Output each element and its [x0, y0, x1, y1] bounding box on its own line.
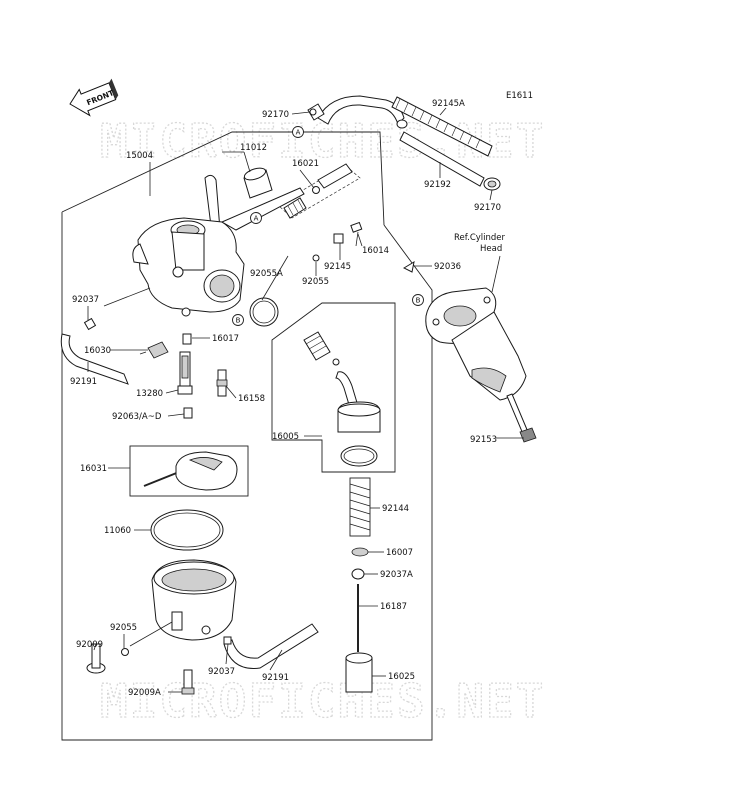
label-92153: 92153	[470, 435, 497, 445]
ref-circle-B-body: B	[232, 314, 244, 326]
leader-lines	[87, 107, 524, 693]
emulsion-13280	[177, 351, 193, 395]
assembly-frame	[61, 131, 433, 741]
oring-92055-lower	[121, 648, 129, 656]
intake-manifold	[425, 287, 527, 401]
label-92145A: 92145A	[432, 99, 465, 109]
clip-92037-lower	[223, 636, 232, 645]
cap-11012	[243, 167, 273, 199]
label-11060: 11060	[104, 526, 131, 536]
screw-16014	[350, 221, 363, 247]
jet-92063	[183, 407, 193, 419]
label-13280: 13280	[136, 389, 163, 399]
label-92009A: 92009A	[128, 688, 161, 698]
hose-top	[307, 95, 408, 129]
svg-text:B: B	[416, 297, 421, 305]
label-16005: 16005	[272, 432, 299, 442]
label-92145: 92145	[324, 262, 351, 272]
label-92170-bottom: 92170	[474, 203, 501, 213]
oring-92055-upper	[312, 254, 320, 262]
label-16007: 16007	[386, 548, 413, 558]
vent-tube-92145A	[391, 96, 493, 157]
watermark-bottom: MICROFICHES.NET	[100, 674, 545, 728]
label-92037A: 92037A	[380, 570, 413, 580]
label-16031: 16031	[80, 464, 107, 474]
hose-92191-left	[60, 317, 129, 385]
label-92063: 92063/A~D	[112, 412, 162, 422]
svg-text:B: B	[236, 317, 241, 325]
svg-text:A: A	[254, 215, 259, 223]
hose-92191-lower	[223, 623, 319, 669]
label-ref-line2: Head	[480, 244, 502, 254]
label-92037-lower: 92037	[208, 667, 235, 677]
label-16014: 16014	[362, 246, 389, 256]
svg-text:A: A	[296, 129, 301, 137]
float-valve-box	[271, 302, 396, 473]
label-92055-upper: 92055	[302, 277, 329, 287]
label-92191-left: 92191	[70, 377, 97, 387]
gasket-11060	[150, 509, 224, 551]
seat-16007	[351, 547, 369, 557]
label-16030: 16030	[84, 346, 111, 356]
bolt-92153	[506, 393, 537, 443]
tube-92192	[399, 131, 485, 187]
label-92009: 92009	[76, 640, 103, 650]
label-16025: 16025	[388, 672, 415, 682]
jet-16158	[216, 369, 228, 397]
jet-16017	[182, 333, 192, 345]
label-16021: 16021	[292, 159, 319, 169]
ref-circle-A-body: A	[250, 212, 262, 224]
label-ref-line1: Ref.Cylinder	[454, 233, 506, 243]
oring-92055A	[249, 297, 279, 327]
float-valve-16005	[303, 331, 381, 467]
label-11012: 11012	[240, 143, 267, 153]
carburetor-body	[132, 174, 305, 317]
label-92055-lower: 92055	[110, 623, 137, 633]
needle-16030	[139, 341, 169, 359]
ref-circle-B-manifold: B	[412, 294, 424, 306]
throttle-16025	[345, 652, 373, 693]
label-16158: 16158	[238, 394, 265, 404]
clip-92036	[402, 260, 415, 273]
label-15004: 15004	[126, 151, 153, 161]
spring-92144	[349, 477, 371, 537]
choke-16031	[143, 451, 238, 491]
throttle-valve-16021	[277, 163, 361, 219]
clamp-92170-lower	[483, 177, 501, 191]
label-16017: 16017	[212, 334, 239, 344]
label-92191-lower: 92191	[262, 673, 289, 683]
float-bowl	[151, 559, 237, 641]
label-92170-top: 92170	[262, 110, 289, 120]
screw-92009A	[181, 669, 195, 695]
label-92055A: 92055A	[250, 269, 283, 279]
screw-92009	[86, 643, 106, 674]
part-labels: 92170 92145A 11012 15004 16021 92192 921…	[70, 99, 506, 698]
diagram-code: E1611	[506, 91, 533, 101]
label-92192: 92192	[424, 180, 451, 190]
label-92144: 92144	[382, 504, 409, 514]
front-arrow-icon: FRONT	[69, 78, 119, 117]
label-92037-left: 92037	[72, 295, 99, 305]
box-16031	[129, 445, 249, 497]
clip-92037A	[351, 568, 365, 580]
label-92036: 92036	[434, 262, 461, 272]
spring-92145	[333, 233, 344, 244]
ref-circle-A-top: A	[292, 126, 304, 138]
label-16187: 16187	[380, 602, 407, 612]
